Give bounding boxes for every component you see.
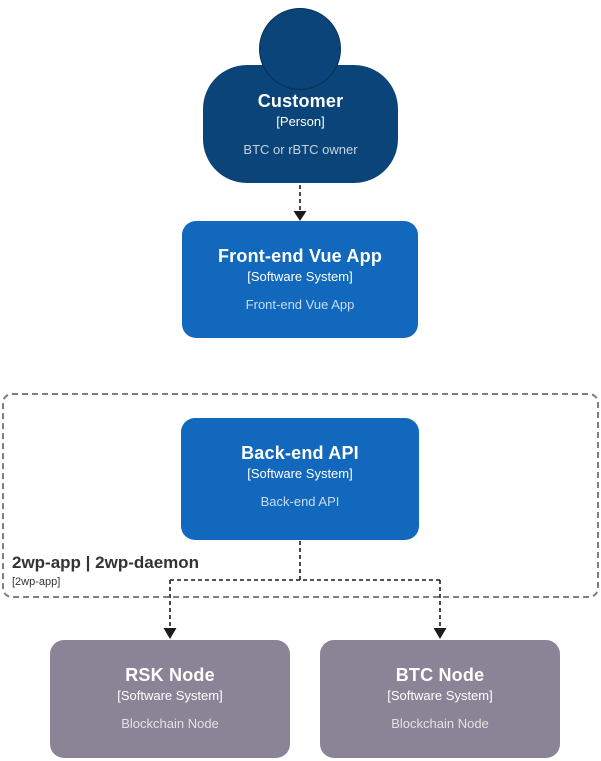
node-backend-title: Back-end API [241,443,359,463]
node-btc-meta: [Software System] [387,688,493,703]
node-backend-meta: [Software System] [247,466,353,481]
arrowhead-btc [433,628,447,639]
arrowhead-frontend [293,211,307,221]
node-btc-title: BTC Node [395,665,485,685]
person-head-icon [259,8,341,90]
boundary-label: 2wp-app | 2wp-daemon [2wp-app] [12,553,199,589]
boundary-title: 2wp-app | 2wp-daemon [12,553,200,572]
node-rsk[interactable]: RSK Node [Software System] Blockchain No… [50,640,290,758]
node-btc[interactable]: BTC Node [Software System] Blockchain No… [320,640,560,758]
node-customer-description: BTC or rBTC owner [243,142,358,157]
node-frontend-meta: [Software System] [247,269,353,284]
node-customer-title: Customer [257,91,344,111]
arrowhead-rsk [163,628,177,639]
node-customer-meta: [Person] [276,114,325,129]
node-rsk-description: Blockchain Node [121,716,219,731]
boundary-meta: [2wp-app] [12,576,61,588]
node-frontend-description: Front-end Vue App [245,297,355,312]
node-btc-description: Blockchain Node [391,716,489,731]
node-backend-description: Back-end API [260,494,340,509]
node-backend-api[interactable]: Back-end API [Software System] Back-end … [181,418,419,540]
node-rsk-title: RSK Node [125,665,215,685]
node-frontend-title: Front-end Vue App [217,246,383,266]
node-rsk-meta: [Software System] [117,688,223,703]
node-frontend-vue-app[interactable]: Front-end Vue App [Software System] Fron… [182,221,418,338]
